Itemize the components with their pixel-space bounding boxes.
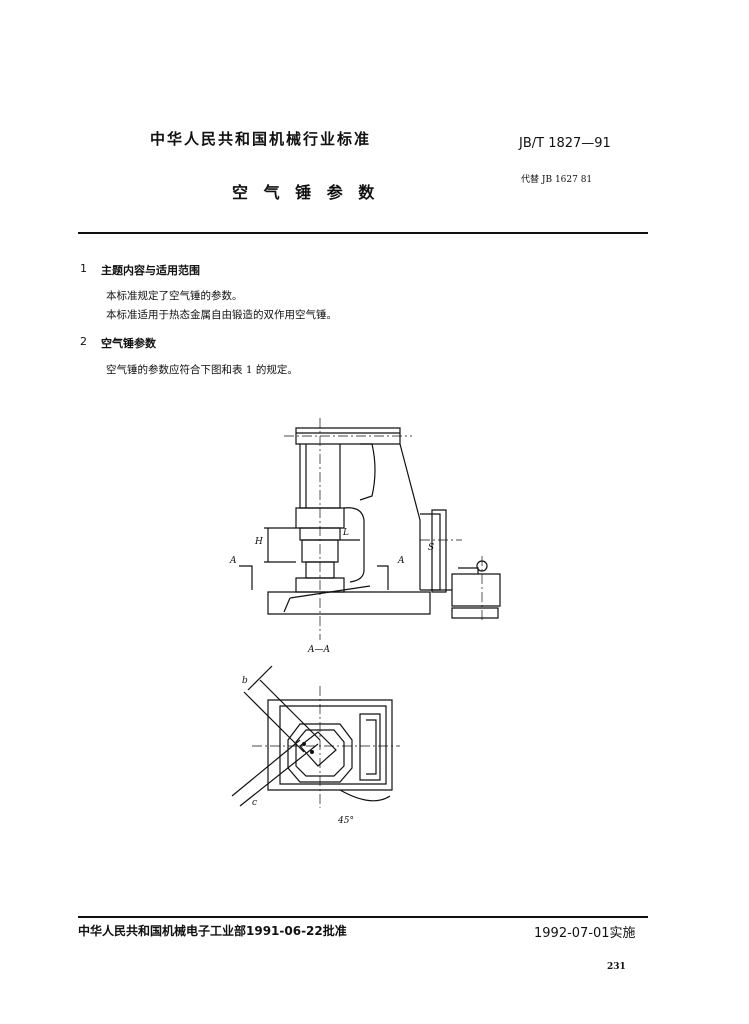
replaces-note: 代替 JB 1627 81 — [521, 175, 593, 185]
section-1-title: 主题内容与适用范围 — [101, 264, 200, 277]
angle-label: 45° — [338, 816, 354, 826]
page-number: 231 — [607, 962, 626, 972]
standard-category-title: 中华人民共和国机械行业标准 — [150, 130, 372, 148]
footer-rule — [78, 916, 648, 918]
dimension-label-H: H — [255, 537, 263, 547]
dimension-label-b: b — [242, 676, 248, 686]
header-rule — [78, 232, 648, 234]
section-mark-A-left: A — [230, 556, 237, 566]
section-view-caption: A—A — [308, 645, 330, 655]
dimension-label-c: c — [252, 798, 258, 808]
section-2-para-1: 空气锤的参数应符合下图和表 1 的规定。 — [106, 364, 298, 376]
dimension-label-S: S — [428, 543, 435, 553]
implementation-date: 1992-07-01实施 — [534, 926, 636, 941]
section-1-para-2: 本标准适用于热态金属自由锻造的双作用空气锤。 — [106, 309, 337, 321]
section-1-para-1: 本标准规定了空气锤的参数。 — [106, 290, 243, 302]
document-title: 空 气 锤 参 数 — [232, 183, 380, 202]
dimension-label-L: L — [343, 528, 349, 538]
section-1-number: 1 — [80, 262, 87, 275]
standard-code: JB/T 1827—91 — [519, 136, 611, 151]
section-2-title: 空气锤参数 — [101, 337, 156, 350]
section-mark-A-right: A — [398, 556, 405, 566]
approval-statement: 中华人民共和国机械电子工业部1991-06-22批准 — [78, 924, 347, 938]
section-2-number: 2 — [80, 335, 87, 348]
